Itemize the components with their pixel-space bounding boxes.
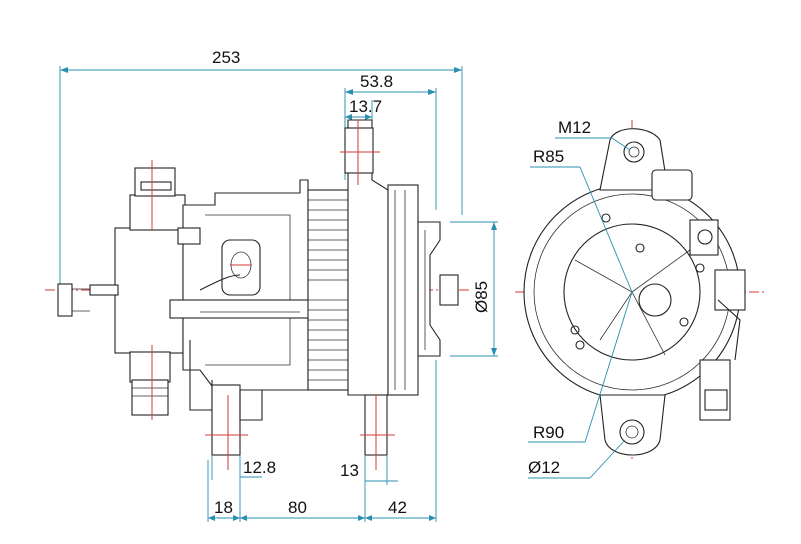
shaft xyxy=(638,283,672,317)
bottom-ear xyxy=(599,394,666,456)
label-12-8: 12.8 xyxy=(243,458,276,477)
dimension-pulley-diameter: Ø85 xyxy=(450,221,498,357)
regulator-connector xyxy=(651,169,746,421)
dimension-13-7: 13.7 xyxy=(344,97,382,135)
pulley xyxy=(417,221,459,357)
label-diameter-12: Ø12 xyxy=(528,458,560,477)
label-r90: R90 xyxy=(533,423,564,442)
rear-housing xyxy=(169,179,341,411)
stator-fins xyxy=(307,189,349,391)
dimension-12-8: 12.8 xyxy=(211,455,276,480)
label-13-7: 13.7 xyxy=(349,97,382,116)
side-view: 253 53.8 13.7 Ø85 xyxy=(45,48,498,522)
front-housing xyxy=(340,119,419,396)
bolt-holes xyxy=(570,213,705,350)
label-diameter-85: Ø85 xyxy=(472,281,491,313)
mounting-feet xyxy=(205,384,395,470)
label-53-8: 53.8 xyxy=(360,72,393,91)
label-m12: M12 xyxy=(558,118,591,137)
label-13: 13 xyxy=(340,461,359,480)
label-r85: R85 xyxy=(533,147,564,166)
stator-ring xyxy=(563,223,701,361)
top-ear xyxy=(599,128,669,191)
label-80: 80 xyxy=(288,498,307,517)
label-42: 42 xyxy=(388,498,407,517)
dimension-overall-length: 253 xyxy=(59,48,463,300)
callout-leaders xyxy=(528,137,633,479)
label-18: 18 xyxy=(214,498,233,517)
dimension-13: 13 xyxy=(340,455,398,485)
front-view: M12 R85 R90 Ø12 xyxy=(515,118,765,479)
dimension-bottom-chain: 18 80 42 xyxy=(207,360,437,522)
label-253: 253 xyxy=(212,48,240,67)
vacuum-pump xyxy=(57,160,186,420)
